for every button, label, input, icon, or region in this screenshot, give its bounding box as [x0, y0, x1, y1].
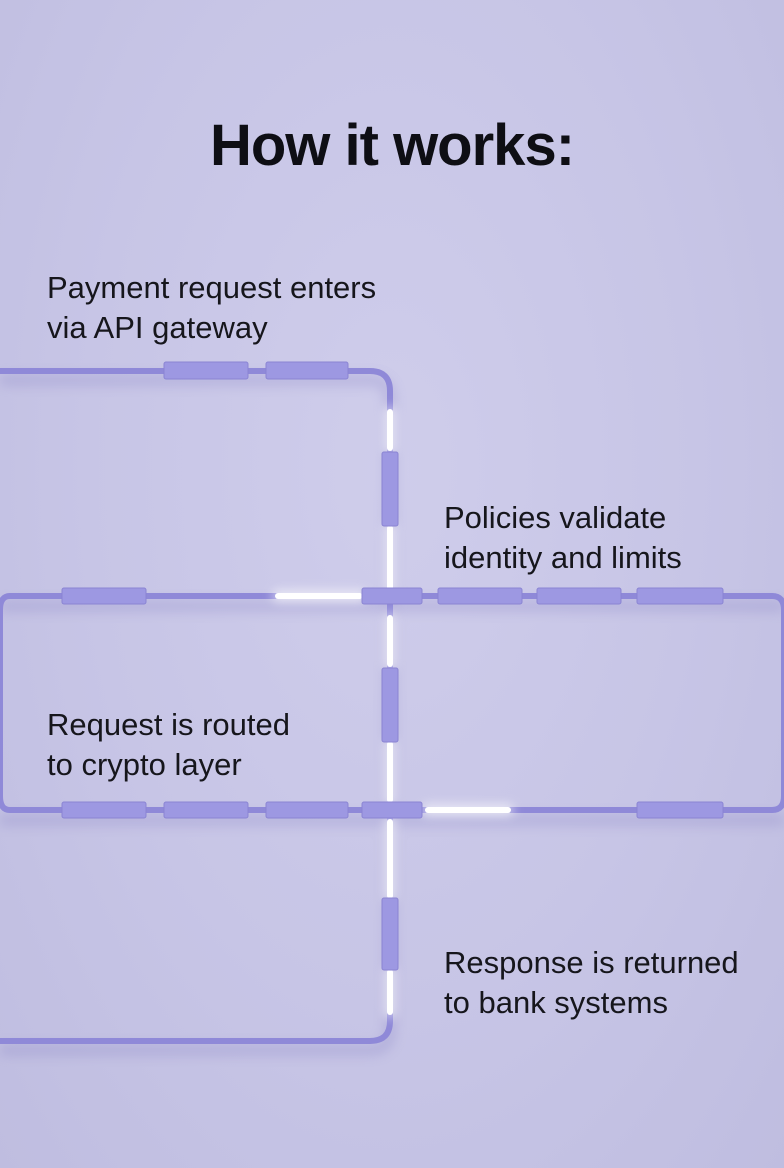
module-block — [381, 451, 399, 527]
modules — [61, 361, 724, 971]
module-block — [265, 801, 349, 819]
pipe-loop-left — [0, 593, 13, 813]
pipe-loop-right — [769, 593, 784, 813]
module-block — [536, 587, 622, 605]
module-block — [163, 801, 249, 819]
module-block — [437, 587, 523, 605]
module-block — [636, 801, 724, 819]
module-block — [163, 361, 249, 380]
module-block — [61, 587, 147, 605]
glow-segments — [275, 409, 511, 1015]
module-block — [636, 587, 724, 605]
module-block — [381, 897, 399, 971]
page-title: How it works: — [209, 113, 575, 178]
module-block — [361, 587, 423, 605]
module-block — [265, 361, 349, 380]
module-block — [381, 667, 399, 743]
module-block — [361, 801, 423, 819]
module-block — [61, 801, 147, 819]
